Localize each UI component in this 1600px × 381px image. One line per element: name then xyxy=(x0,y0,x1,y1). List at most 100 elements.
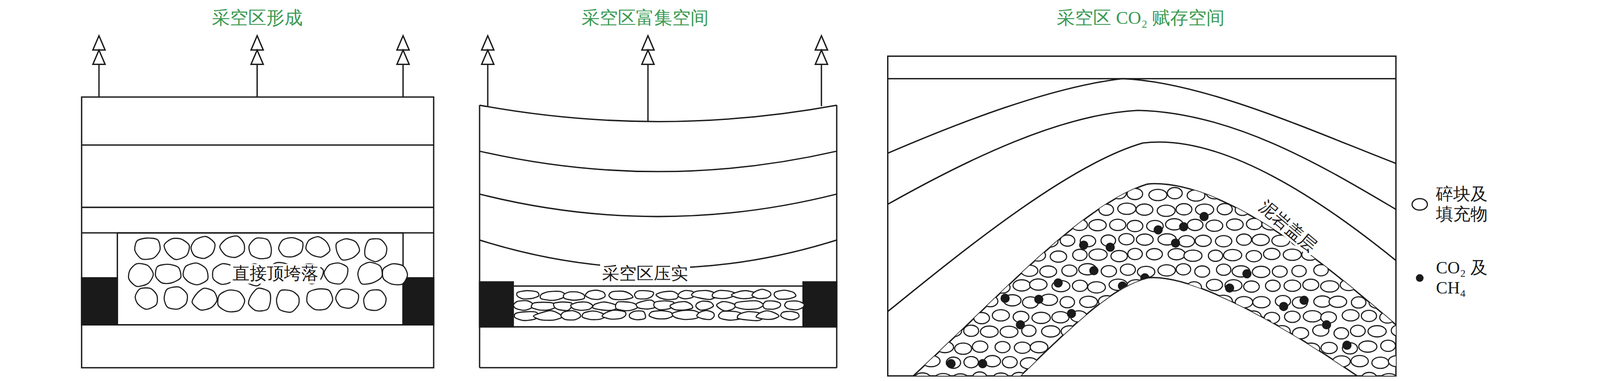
legend-text: CO₂ 及 CH₄ xyxy=(1435,258,1503,298)
pebble xyxy=(1117,325,1133,337)
pebble xyxy=(941,233,960,246)
rock-fragment xyxy=(608,291,633,300)
pebble xyxy=(1361,282,1378,294)
pebble xyxy=(1321,342,1338,354)
rock-fragment xyxy=(656,291,679,300)
pebble xyxy=(1146,312,1165,324)
pebble xyxy=(1206,279,1223,291)
pebble xyxy=(961,295,979,308)
panel-title: 采空区 CO₂ 赋存空间 xyxy=(1056,8,1225,30)
pebble xyxy=(1256,327,1271,340)
rock-fragment xyxy=(756,310,779,320)
pebble xyxy=(932,311,951,324)
gas-dot xyxy=(1322,320,1332,330)
stratum-line xyxy=(81,206,434,209)
pebble xyxy=(1136,233,1153,246)
pebble xyxy=(1361,372,1377,381)
rock-fragment xyxy=(696,310,715,320)
pebble xyxy=(915,280,931,292)
pebble xyxy=(963,235,978,248)
pebble xyxy=(1149,189,1168,201)
rock-fragment xyxy=(634,290,654,299)
pebble xyxy=(937,251,953,263)
pebble xyxy=(1246,218,1262,231)
pebble xyxy=(1320,280,1339,293)
pebble xyxy=(1283,187,1299,200)
pebble xyxy=(972,218,988,230)
arrow-head xyxy=(396,50,410,65)
stratum-line xyxy=(887,78,1397,164)
pebble xyxy=(1068,372,1087,381)
pebble xyxy=(1312,204,1329,216)
pebble xyxy=(1389,296,1406,308)
pebble xyxy=(1264,312,1280,324)
arrow-head xyxy=(92,35,106,51)
pebble xyxy=(1342,309,1359,322)
pebble xyxy=(1310,173,1327,186)
pebble xyxy=(1157,205,1175,217)
pebble xyxy=(964,172,982,184)
pebble xyxy=(1273,325,1291,338)
pebble xyxy=(1009,188,1028,201)
rock-fragment xyxy=(357,262,383,285)
rock-fragment xyxy=(585,290,605,300)
pebble xyxy=(1350,325,1366,337)
arrow-head xyxy=(251,50,264,65)
pebble xyxy=(1273,358,1291,370)
pebble xyxy=(1348,263,1368,275)
pebble xyxy=(1282,342,1298,355)
pebble xyxy=(964,356,979,369)
pebble xyxy=(1205,310,1223,322)
pebble xyxy=(1098,204,1114,216)
pebble xyxy=(1040,174,1055,187)
rock-fragment xyxy=(784,301,805,311)
caved-rubble xyxy=(117,232,408,325)
pebble xyxy=(1302,343,1320,355)
pebble xyxy=(1388,355,1407,368)
rock-fragment xyxy=(763,300,781,309)
pebble xyxy=(1313,264,1328,277)
pebble xyxy=(1030,371,1047,381)
pebble xyxy=(1088,249,1107,261)
rock-fragment xyxy=(164,238,190,260)
pebble xyxy=(1031,312,1051,324)
pebble xyxy=(1371,172,1388,184)
pebble xyxy=(1313,355,1330,368)
rock-fragment xyxy=(248,288,271,312)
pebble xyxy=(1328,296,1347,308)
pebble xyxy=(1349,202,1366,214)
coal-seam xyxy=(802,282,837,328)
pebble xyxy=(1263,248,1280,261)
uplift-arrows xyxy=(92,35,828,122)
pebble xyxy=(1097,358,1116,371)
pebble xyxy=(1343,188,1358,200)
pebble xyxy=(942,203,959,215)
pebble xyxy=(1186,281,1202,294)
pebble xyxy=(1198,357,1214,370)
pebble xyxy=(1127,220,1143,232)
pebble xyxy=(973,188,989,201)
pebble xyxy=(1003,204,1020,216)
pebble xyxy=(1127,310,1146,322)
arrow-head xyxy=(481,35,494,51)
pebble xyxy=(1175,358,1192,370)
pebble xyxy=(954,188,973,200)
pebble xyxy=(1108,279,1128,291)
pebble xyxy=(1412,198,1428,210)
rubble-bottom xyxy=(1020,277,1358,377)
pebble xyxy=(1051,342,1069,354)
rock-fragment xyxy=(648,310,673,319)
pebble xyxy=(1111,187,1127,199)
arrow-head xyxy=(92,50,106,65)
rock-fragment xyxy=(513,300,534,311)
pebble xyxy=(1237,357,1253,369)
pebble xyxy=(1389,204,1407,216)
pebble xyxy=(1128,371,1145,381)
pebble xyxy=(1223,249,1242,262)
pebble xyxy=(1184,372,1202,381)
pebble xyxy=(1097,326,1116,338)
pebble xyxy=(1061,325,1079,338)
pebble xyxy=(1030,341,1048,353)
arrow-head xyxy=(815,50,828,65)
rock-fragment xyxy=(135,287,158,310)
